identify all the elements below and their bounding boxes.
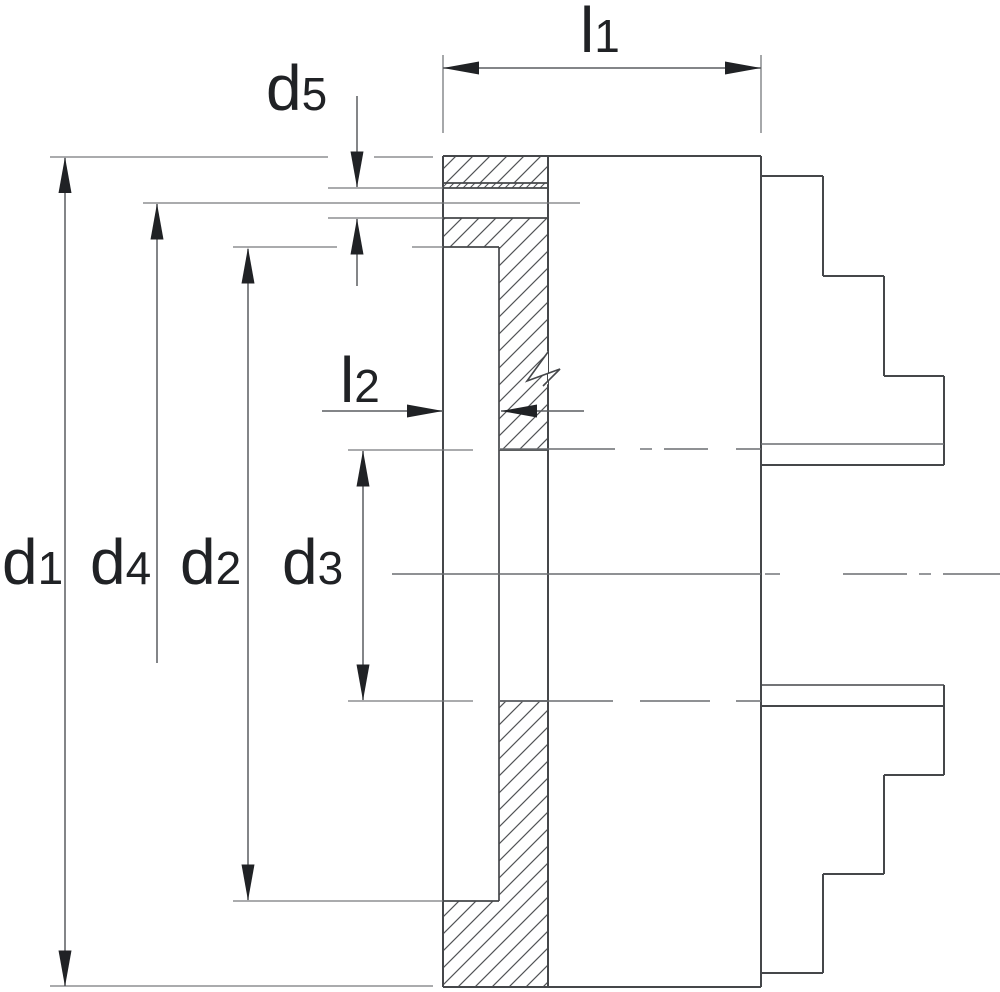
label-d5-sub: 5 — [301, 68, 328, 120]
arrow-l1-left — [443, 61, 479, 75]
label-d1-sub: 1 — [37, 542, 64, 594]
flange-section-hatching — [443, 156, 548, 987]
label-d3: d3 — [282, 530, 343, 594]
label-l1: l1 — [580, 0, 620, 62]
bottom-jaw-outline — [761, 684, 945, 974]
arrow-d3-down — [356, 664, 370, 701]
top-jaw-outline — [761, 175, 945, 466]
arrow-d4-up — [150, 203, 164, 240]
arrow-d2-up — [241, 247, 255, 284]
label-l2-base: l — [340, 344, 355, 416]
arrow-d3-up — [356, 450, 370, 487]
label-d2-sub: 2 — [215, 542, 242, 594]
label-d5-base: d — [266, 52, 302, 124]
label-d3-base: d — [282, 526, 318, 598]
label-d5: d5 — [266, 56, 327, 120]
label-l2: l2 — [340, 348, 380, 412]
label-d2-base: d — [180, 526, 216, 598]
dimension-arrowheads — [58, 61, 761, 987]
arrow-d5-up — [350, 218, 364, 255]
label-d3-sub: 3 — [317, 542, 344, 594]
label-d4-sub: 4 — [125, 542, 152, 594]
arrow-l1-right — [725, 61, 761, 75]
arrow-d1-down — [58, 950, 72, 987]
center-lines — [392, 448, 1000, 702]
chuck-body-outline — [442, 155, 762, 988]
label-d1-base: d — [2, 526, 38, 598]
label-d2: d2 — [180, 530, 241, 594]
arrow-d5-down — [350, 151, 364, 188]
label-d4-base: d — [90, 526, 126, 598]
label-d1: d1 — [2, 530, 63, 594]
label-l1-sub: 1 — [594, 10, 620, 62]
arrow-l2-left — [501, 404, 537, 418]
arrow-l2-right — [407, 404, 443, 418]
label-d4: d4 — [90, 530, 151, 594]
dimension-lines — [64, 67, 761, 986]
label-l2-sub: 2 — [354, 360, 380, 412]
label-l1-base: l — [580, 0, 595, 66]
arrow-d1-up — [58, 157, 72, 193]
arrow-d2-down — [241, 864, 255, 901]
section-break-symbol — [524, 351, 561, 387]
